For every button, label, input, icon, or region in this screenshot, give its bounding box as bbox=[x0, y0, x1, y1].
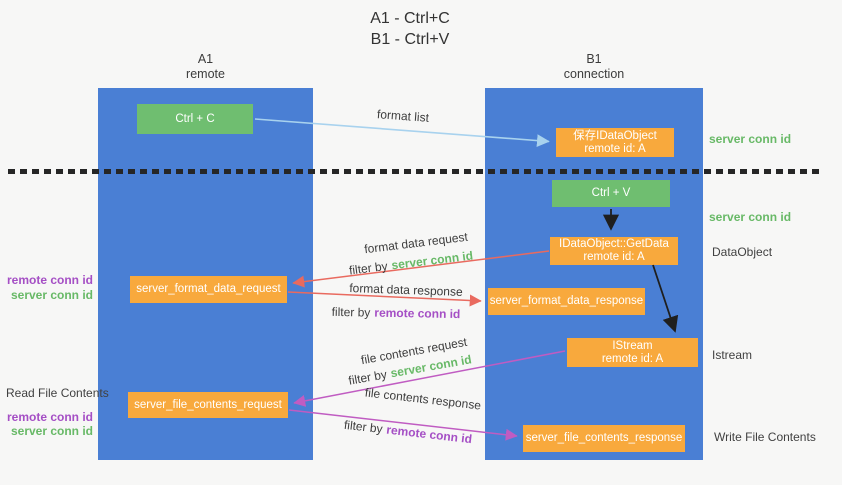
node-save-idataobject: 保存IDataObject remote id: A bbox=[556, 128, 674, 157]
column-header-a1: A1 remote bbox=[98, 52, 313, 82]
node-server-file-contents-response: server_file_contents_response bbox=[523, 425, 685, 452]
filter-by-text: filter by bbox=[347, 367, 388, 388]
phase-separator-dotted-line bbox=[8, 169, 823, 174]
node-save-idataobject-line2: remote id: A bbox=[584, 142, 646, 155]
remote-conn-id-text: remote conn id bbox=[374, 305, 461, 322]
label-remote-conn-id-left-2: remote conn id bbox=[6, 410, 93, 424]
node-server-file-contents-request-label: server_file_contents_request bbox=[134, 398, 282, 411]
node-server-file-contents-response-label: server_file_contents_response bbox=[525, 432, 683, 444]
node-idataobject-getdata: IDataObject::GetData remote id: A bbox=[550, 237, 678, 265]
title-line-1: A1 - Ctrl+C bbox=[370, 10, 450, 27]
label-istream: Istream bbox=[712, 348, 753, 362]
filter-by-text: filter by bbox=[331, 304, 371, 320]
label-write-file-contents: Write File Contents bbox=[714, 430, 816, 444]
node-save-idataobject-line1: 保存IDataObject bbox=[573, 129, 657, 142]
title-line-2: B1 - Ctrl+V bbox=[370, 31, 450, 48]
node-server-format-data-request: server_format_data_request bbox=[130, 276, 287, 303]
node-ctrl-v: Ctrl + V bbox=[552, 180, 670, 207]
server-conn-id-text: server conn id bbox=[390, 248, 474, 273]
label-file-contents-response: file contents response bbox=[364, 385, 482, 413]
node-idataobject-getdata-line1: IDataObject::GetData bbox=[559, 238, 669, 250]
node-server-file-contents-request: server_file_contents_request bbox=[128, 392, 288, 418]
label-server-conn-id-left-2: server conn id bbox=[10, 424, 93, 438]
label-server-conn-id-right-mid: server conn id bbox=[709, 210, 792, 224]
node-server-format-data-response: server_format_data_response bbox=[488, 288, 645, 315]
node-idataobject-getdata-line2: remote id: A bbox=[583, 251, 645, 263]
node-server-format-data-request-label: server_format_data_request bbox=[136, 283, 281, 295]
node-server-format-data-response-label: server_format_data_response bbox=[489, 295, 644, 307]
filter-by-text: filter by bbox=[343, 417, 384, 437]
remote-conn-id-text: remote conn id bbox=[385, 422, 473, 447]
node-ctrl-v-label: Ctrl + V bbox=[591, 187, 631, 199]
column-header-b1: B1 connection bbox=[485, 52, 703, 82]
node-ctrl-c-label: Ctrl + C bbox=[175, 112, 215, 125]
node-istream-line1: IStream bbox=[612, 339, 653, 352]
node-istream: IStream remote id: A bbox=[567, 338, 698, 367]
label-format-data-response: format data response bbox=[349, 281, 463, 299]
node-istream-line2: remote id: A bbox=[601, 352, 664, 365]
column-b1-subtitle: connection bbox=[563, 67, 625, 81]
column-b1-name: B1 bbox=[586, 52, 602, 66]
label-remote-conn-id-left-1: remote conn id bbox=[6, 273, 93, 287]
label-read-file-contents: Read File Contents bbox=[6, 386, 109, 400]
label-dataobject: DataObject bbox=[712, 245, 773, 259]
filter-by-text: filter by bbox=[348, 258, 389, 278]
label-format-list: format list bbox=[376, 107, 430, 125]
column-a1-subtitle: remote bbox=[186, 67, 225, 81]
node-ctrl-c: Ctrl + C bbox=[137, 104, 253, 134]
column-a1-name: A1 bbox=[197, 52, 214, 66]
diagram-title: A1 - Ctrl+C B1 - Ctrl+V bbox=[330, 8, 490, 50]
label-server-conn-id-left-1: server conn id bbox=[10, 288, 93, 302]
label-server-conn-id-right-top: server conn id bbox=[709, 132, 792, 146]
